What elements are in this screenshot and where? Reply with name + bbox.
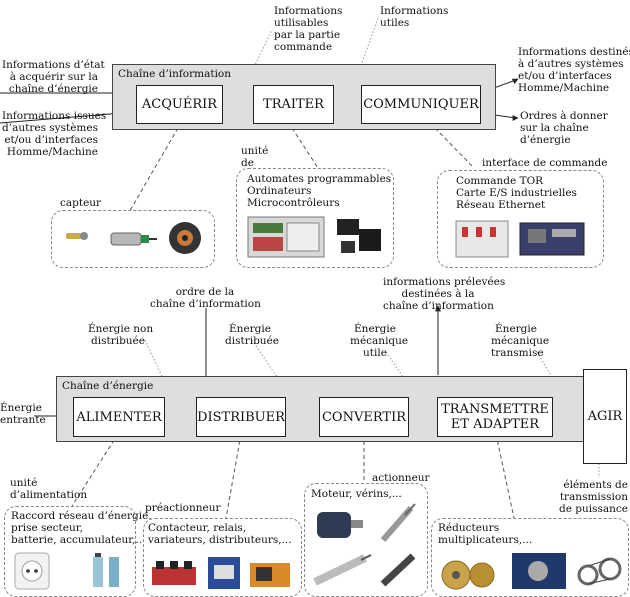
reducteur-photo xyxy=(508,545,570,593)
distribuer-block: DISTRIBUER xyxy=(196,397,286,437)
convertir-block: CONVERTIR xyxy=(319,397,409,437)
transmission-box: Réducteurs multiplicateurs,... xyxy=(431,518,629,597)
act-items: Moteur, vérins,... xyxy=(311,488,402,500)
communiquer-block: COMMUNIQUER xyxy=(361,85,481,124)
interface-commande-box: Commande TOR Carte E/S industrielles Rés… xyxy=(437,170,604,268)
label-infos-utiles: Informations utiles xyxy=(380,5,449,29)
batterie-photo xyxy=(87,551,127,591)
transmettre-block: TRANSMETTRE ET ADAPTER xyxy=(437,397,553,437)
acquerir-block: ACQUÉRIR xyxy=(136,85,223,124)
unite-commande-box: Automates programmables Ordinateurs Micr… xyxy=(236,168,394,268)
label-energie-entrante: Énergie entrante xyxy=(0,402,46,426)
label-ordre-chaine: ordre de la chaîne d’information xyxy=(150,286,261,310)
variateur-photo xyxy=(248,557,294,591)
automate-photo xyxy=(247,213,325,261)
verin-photo-1 xyxy=(375,502,419,546)
sensor-photo-1 xyxy=(64,223,90,249)
label-infos-prelevees: informations prélevées destinées à la ch… xyxy=(383,276,506,312)
microcontroleur-photo xyxy=(333,211,385,261)
prise-photo xyxy=(13,551,51,591)
actionneur-box: Moteur, vérins,... xyxy=(304,483,428,597)
interface-items: Commande TOR Carte E/S industrielles Rés… xyxy=(456,175,577,211)
pointer-infos-partie-commande xyxy=(236,29,273,103)
pointer-unite-commande xyxy=(291,127,319,169)
label-infos-etat: Informations d’état à acquérir sur la ch… xyxy=(2,59,105,95)
agir-block: AGIR xyxy=(583,369,627,464)
arrow-infos-issues xyxy=(0,111,135,124)
label-energie-mecanique-transmise: Énergie mécanique transmise xyxy=(491,323,550,359)
contacteur-photo xyxy=(204,553,244,593)
alim-items: Raccord réseau d’énergie, prise secteur,… xyxy=(11,510,152,546)
label-actionneur: actionneur xyxy=(372,472,430,484)
label-infos-partie-commande: Informations utilisables par la partie c… xyxy=(274,5,343,53)
reducteurs-items: Réducteurs multiplicateurs,... xyxy=(438,522,533,546)
engrenage-photo xyxy=(438,555,502,593)
label-unite-alimentation: unité d’alimentation xyxy=(10,477,88,501)
preactionneur-box: Contacteur, relais, variateurs, distribu… xyxy=(143,518,302,597)
ethernet-card-photo xyxy=(518,217,586,259)
pointer-capteur xyxy=(127,127,179,215)
traiter-block: TRAITER xyxy=(253,85,334,124)
moteur-photo xyxy=(311,504,365,544)
preact-items: Contacteur, relais, variateurs, distribu… xyxy=(148,522,292,546)
sensor-photo-2 xyxy=(107,219,157,257)
capteur-box xyxy=(51,210,215,268)
pointer-interface xyxy=(434,127,475,169)
poulie-courroie-photo xyxy=(576,553,622,593)
energy-chain-title: Chaîne d’énergie xyxy=(62,380,154,392)
alimenter-block: ALIMENTER xyxy=(73,397,165,437)
distributeur-photo xyxy=(150,555,198,593)
verin-photo-2 xyxy=(311,550,373,590)
label-interface-commande: interface de commande xyxy=(482,157,608,169)
label-infos-destinees: Informations destinés à d’autres système… xyxy=(518,46,630,94)
label-energie-non-distribuee: Énergie non distribuée xyxy=(88,323,154,347)
label-energie-distribuee: Énergie distribuée xyxy=(225,323,279,347)
verin-photo-3 xyxy=(377,550,419,590)
information-chain-title: Chaîne d’information xyxy=(118,68,232,80)
label-infos-issues: Informations issues d’autres systèmes et… xyxy=(2,110,107,158)
label-preactionneur: préactionneur xyxy=(145,502,221,514)
label-capteur: capteur xyxy=(60,197,102,209)
alimentation-box: Raccord réseau d’énergie, prise secteur,… xyxy=(4,506,152,597)
unite-commande-items: Automates programmables Ordinateurs Micr… xyxy=(247,173,392,209)
label-elements-transmission: éléments de transmission de puissance xyxy=(558,479,628,515)
label-energie-mecanique-utile: Énergie mécanique utile xyxy=(350,323,409,359)
io-module-photo xyxy=(454,215,510,261)
label-ordres: Ordres à donner sur la chaîne d’énergie xyxy=(520,110,608,146)
encoder-photo xyxy=(164,217,206,259)
